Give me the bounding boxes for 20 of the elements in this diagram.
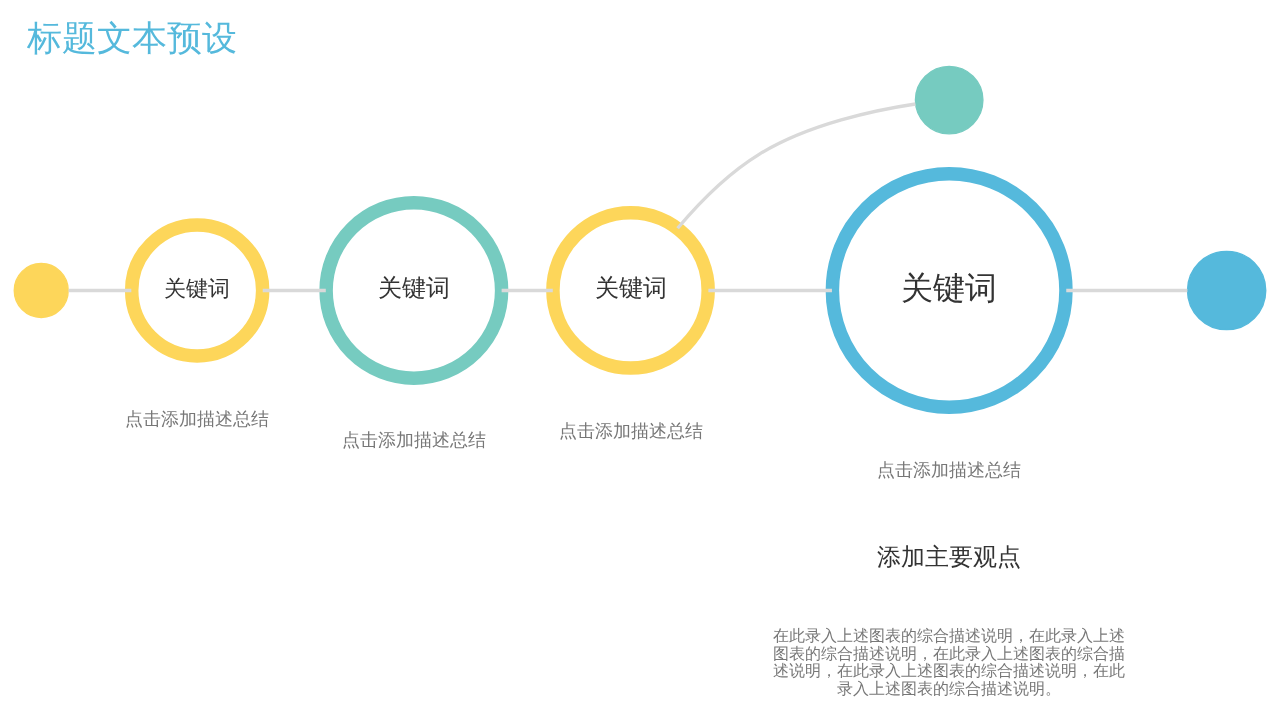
connector xyxy=(676,102,916,230)
node-label: 点击添加描述总结 xyxy=(877,459,1022,480)
connector xyxy=(1066,288,1188,293)
node-label: 点击添加描述总结 xyxy=(341,430,486,451)
node-circle: 关键词 xyxy=(546,206,715,375)
connector xyxy=(501,288,553,293)
node-circle xyxy=(914,65,984,135)
node-label: 点击添加描述总结 xyxy=(125,408,270,429)
node-circle: 关键词 xyxy=(124,218,270,363)
node-circle: 关键词 xyxy=(319,195,509,385)
connector xyxy=(708,288,832,293)
label: 在此录入上述图表的综合描述说明，在此录入上述图表的综合描述说明，在此录入上述图表的综合描述说明，在此录入上述图表的综合描述说明，在此录入上述图表的综合描述说明。 xyxy=(773,625,1126,698)
connector xyxy=(68,288,132,293)
node-circle xyxy=(13,262,69,319)
node-circle xyxy=(1186,250,1267,331)
diagram-title: 标题文本预设 xyxy=(26,16,237,58)
connector xyxy=(262,288,326,293)
node-label: 点击添加描述总结 xyxy=(558,420,703,441)
node-circle: 关键词 xyxy=(825,166,1073,414)
label: 添加主要观点 xyxy=(877,542,1022,572)
